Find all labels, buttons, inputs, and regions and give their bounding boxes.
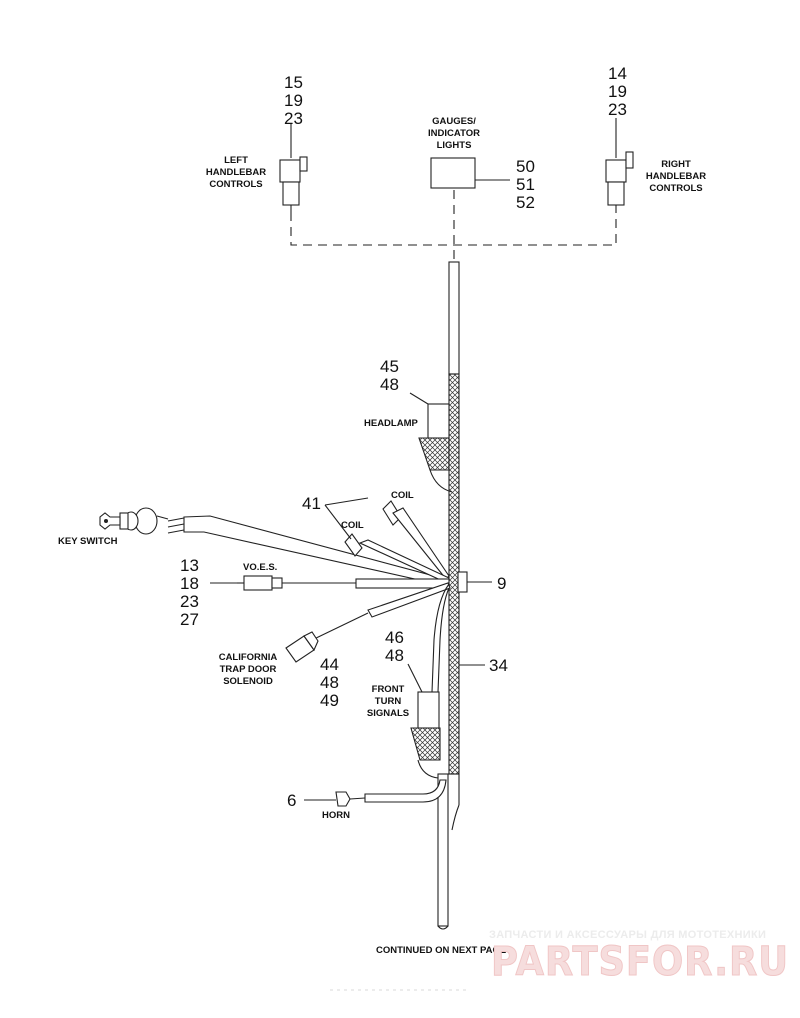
callout-gauges-2: 51	[516, 175, 535, 194]
callout-voes-2: 18	[180, 574, 199, 593]
left-controls-connector-top	[279, 159, 301, 183]
california-label-2: TRAP DOOR	[220, 664, 277, 675]
left-controls-label-3: CONTROLS	[209, 179, 262, 190]
callout-voes-3: 23	[180, 592, 199, 611]
voes-connector-tip	[271, 577, 283, 589]
gauges-box	[430, 157, 476, 189]
horn-terminal	[335, 791, 351, 807]
main-harness	[437, 261, 460, 930]
right-controls-connector-body	[607, 181, 625, 206]
california-label-1: CALIFORNIA	[219, 652, 278, 663]
key-switch-label: KEY SWITCH	[58, 536, 118, 547]
continued-label: CONTINUED ON NEXT PAGE	[376, 945, 506, 956]
coil-upper-wire	[392, 507, 450, 580]
gauges-indicator-lights	[430, 157, 510, 189]
gauges-label-1: GAUGES/	[432, 116, 476, 127]
front-turn-label-1: FRONT	[372, 684, 405, 695]
right-controls-label-1: RIGHT	[661, 159, 691, 170]
watermark: ЗАПЧАСТИ И АКСЕССУАРЫ ДЛЯ МОТОТЕХНИКИ PA…	[489, 929, 789, 986]
watermark-logo: PARTSFOR.RU	[491, 939, 789, 985]
coil-upper-branch	[382, 500, 450, 580]
voes-label: VO.E.S.	[243, 562, 277, 573]
right-handlebar-controls	[605, 118, 634, 212]
left-controls-label-1: LEFT	[224, 155, 248, 166]
callout-left-2: 19	[284, 91, 303, 110]
voes-connector	[243, 575, 273, 591]
front-turn-signals-connector	[407, 663, 441, 779]
callout-right-2: 19	[608, 82, 627, 101]
solenoid-connector-tip	[303, 631, 319, 652]
front-turn-label-3: SIGNALS	[367, 708, 409, 719]
callout-gauges-3: 52	[516, 193, 535, 212]
callout-headlamp-2: 48	[380, 375, 399, 394]
callout-numbers: 15 19 23 14 19 23 50 51 52 45 48 41 13 1…	[180, 64, 627, 810]
voes-wire	[355, 578, 450, 589]
headlamp-boot	[418, 437, 450, 471]
callout-horn: 6	[287, 791, 296, 810]
clip-body	[457, 571, 468, 593]
california-solenoid-branch	[285, 582, 451, 663]
california-label-3: SOLENOID	[223, 676, 273, 687]
callout-coil: 41	[302, 494, 321, 513]
key-switch-branch	[99, 507, 450, 587]
voes-branch	[210, 575, 450, 591]
horn-wire	[364, 779, 447, 803]
harness-clip	[457, 571, 492, 593]
key-switch-collar	[119, 512, 129, 530]
right-controls-latch	[625, 151, 634, 169]
callout-gauges-1: 50	[516, 157, 535, 176]
coil-lower-wire	[358, 539, 450, 584]
right-controls-label-2: HANDLEBAR	[646, 171, 706, 182]
horn-branch	[304, 779, 447, 807]
callout-clip: 9	[497, 574, 506, 593]
front-turn-label-2: TURN	[375, 696, 402, 707]
left-controls-connector-body	[282, 181, 300, 206]
callout-california-1: 44	[320, 655, 339, 674]
coil-lower-branch	[344, 533, 450, 584]
turn-signal-leader	[407, 663, 423, 693]
callout-left-1: 15	[284, 73, 303, 92]
horn-label: HORN	[322, 810, 350, 821]
callout-california-2: 48	[320, 673, 339, 692]
harness-upper-plain	[448, 261, 460, 375]
callout-left-3: 23	[284, 109, 303, 128]
callout-right-3: 23	[608, 100, 627, 119]
callout-harness: 34	[489, 656, 508, 675]
coil-upper-label: COIL	[391, 490, 414, 501]
coil-leader-lower	[324, 504, 352, 540]
turn-signal-wire	[431, 583, 450, 693]
turn-signal-boot	[410, 727, 441, 761]
callout-turn-1: 46	[385, 628, 404, 647]
callout-california-3: 49	[320, 691, 339, 710]
coil-lower-label: COIL	[341, 520, 364, 531]
left-controls-label-2: HANDLEBAR	[206, 167, 266, 178]
headlamp-housing	[427, 403, 450, 439]
left-controls-latch	[299, 156, 308, 172]
turn-signal-housing	[417, 691, 440, 729]
callout-right-1: 14	[608, 64, 627, 83]
text-labels: LEFT HANDLEBAR CONTROLS RIGHT HANDLEBAR …	[58, 116, 706, 956]
callout-headlamp-1: 45	[380, 357, 399, 376]
left-handlebar-controls	[279, 124, 308, 212]
coil-leader-upper	[324, 497, 369, 506]
harness-lower-plain	[437, 773, 449, 927]
headlamp-connector	[409, 392, 453, 493]
watermark-tagline: ЗАПЧАСТИ И АКСЕССУАРЫ ДЛЯ МОТОТЕХНИКИ	[489, 929, 766, 941]
callout-voes-4: 27	[180, 610, 199, 629]
gauges-label-3: LIGHTS	[437, 140, 472, 151]
gauges-label-2: INDICATOR	[428, 128, 480, 139]
right-controls-label-3: CONTROLS	[649, 183, 702, 194]
dashed-handlebar-link	[290, 212, 617, 246]
key-icon	[99, 512, 121, 530]
headlamp-label: HEADLAMP	[364, 418, 418, 429]
right-controls-connector-top	[605, 159, 627, 183]
solenoid-wire-sleeve	[367, 582, 451, 618]
callout-voes-1: 13	[180, 556, 199, 575]
callout-turn-2: 48	[385, 646, 404, 665]
headlamp-leader	[409, 392, 429, 405]
